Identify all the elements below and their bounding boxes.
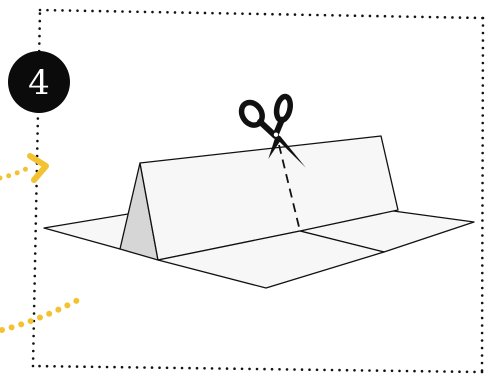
tent-front [139,135,399,261]
folded-paper [43,135,475,289]
front-flap [157,230,385,289]
fold-guide-line [299,230,385,253]
step-number: 4 [28,63,50,103]
scissors-icon [238,93,306,168]
step-badge-circle [8,51,70,113]
dotted-arrow-icon [0,153,49,183]
dotted-trail [0,297,81,333]
dotted-frame [31,8,485,374]
step-badge: 4 [8,51,70,113]
